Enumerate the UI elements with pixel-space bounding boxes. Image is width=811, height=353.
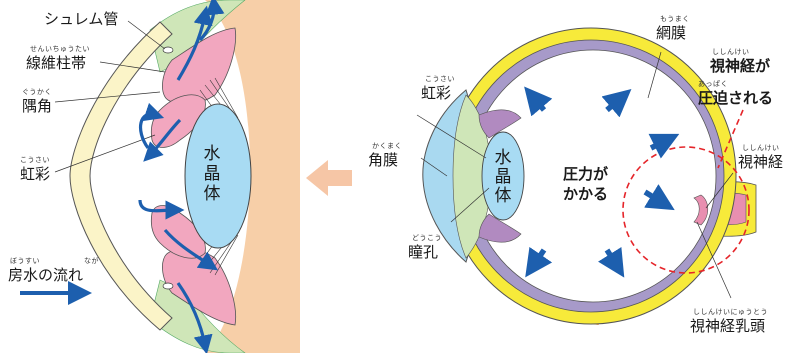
zonule-ruby: せんいちゅうたい (30, 45, 90, 53)
retina-label: 網膜 (656, 24, 687, 42)
lens (184, 103, 252, 249)
retina-ruby: もうまく (660, 15, 690, 23)
cornea-ruby: かくまく (372, 142, 402, 150)
optic-disc-ruby: ししんけいにゅうとう (693, 308, 768, 316)
cornea-label: 角膜 (368, 151, 399, 169)
ciliary-body-upper (162, 27, 236, 105)
flow-ruby-1: ぼうすい (10, 257, 40, 265)
angle-cross-section (20, 0, 300, 353)
flow-ruby-2: なが (84, 257, 99, 265)
schlemm-canal (162, 46, 174, 54)
angle-ruby: ぐうかく (22, 88, 52, 96)
optic-nerve-label: 視神経 (738, 153, 784, 171)
iris-ruby-left: こうさい (20, 156, 50, 164)
compressed-ruby-1: ししんけい (712, 48, 750, 56)
leader-lines-right (416, 51, 734, 299)
iris-label-left: 虹彩 (20, 165, 51, 183)
lens-label-right-3: 体 (494, 186, 512, 206)
lens-label-right-2: 晶 (494, 167, 512, 187)
iris-upper-right (478, 109, 522, 139)
eye-cross-section (416, 27, 757, 325)
iris-lower-right (478, 213, 522, 243)
pupil-ruby: どうこう (412, 234, 442, 242)
iris-label-right: 虹彩 (421, 84, 452, 102)
compressed-label-2: 圧迫される (698, 89, 774, 107)
aqueous-flow-arrows (138, 0, 225, 353)
compressed-label-1: 視神経が (710, 57, 771, 75)
lens-label-right-1: 水 (494, 148, 512, 168)
lens-label-left-1: 水 (203, 144, 221, 164)
iris-ruby-right: こうさい (425, 75, 455, 83)
zonule-label: 線維柱帯 (26, 54, 87, 72)
lens-label-left-2: 晶 (203, 164, 221, 184)
flow-label: 房水の流れ (8, 266, 84, 284)
optic-disc-label: 視神経乳頭 (690, 317, 766, 335)
compressed-ruby-2: あっぱく (698, 80, 728, 88)
pressure-label-2: かかる (563, 185, 609, 203)
schlemm-label: シュレム管 (44, 10, 119, 28)
pressure-label-1: 圧力が (563, 165, 609, 183)
angle-label: 隅角 (22, 97, 53, 115)
pressure-arrows (524, 86, 680, 278)
schlemm-canal-lower (162, 282, 174, 290)
optic-disc (693, 194, 709, 226)
optic-nerve-ruby: ししんけい (742, 144, 780, 152)
cornea-outline (69, 21, 173, 331)
skin-background (205, 0, 300, 353)
compression-pointer (717, 109, 744, 169)
lens-label-left-3: 体 (203, 184, 221, 204)
transition-arrow (306, 160, 352, 196)
pupil-label: 瞳孔 (408, 243, 439, 261)
compression-highlight (622, 146, 750, 274)
leader-lines-left (54, 20, 166, 173)
lens-right (481, 131, 525, 221)
